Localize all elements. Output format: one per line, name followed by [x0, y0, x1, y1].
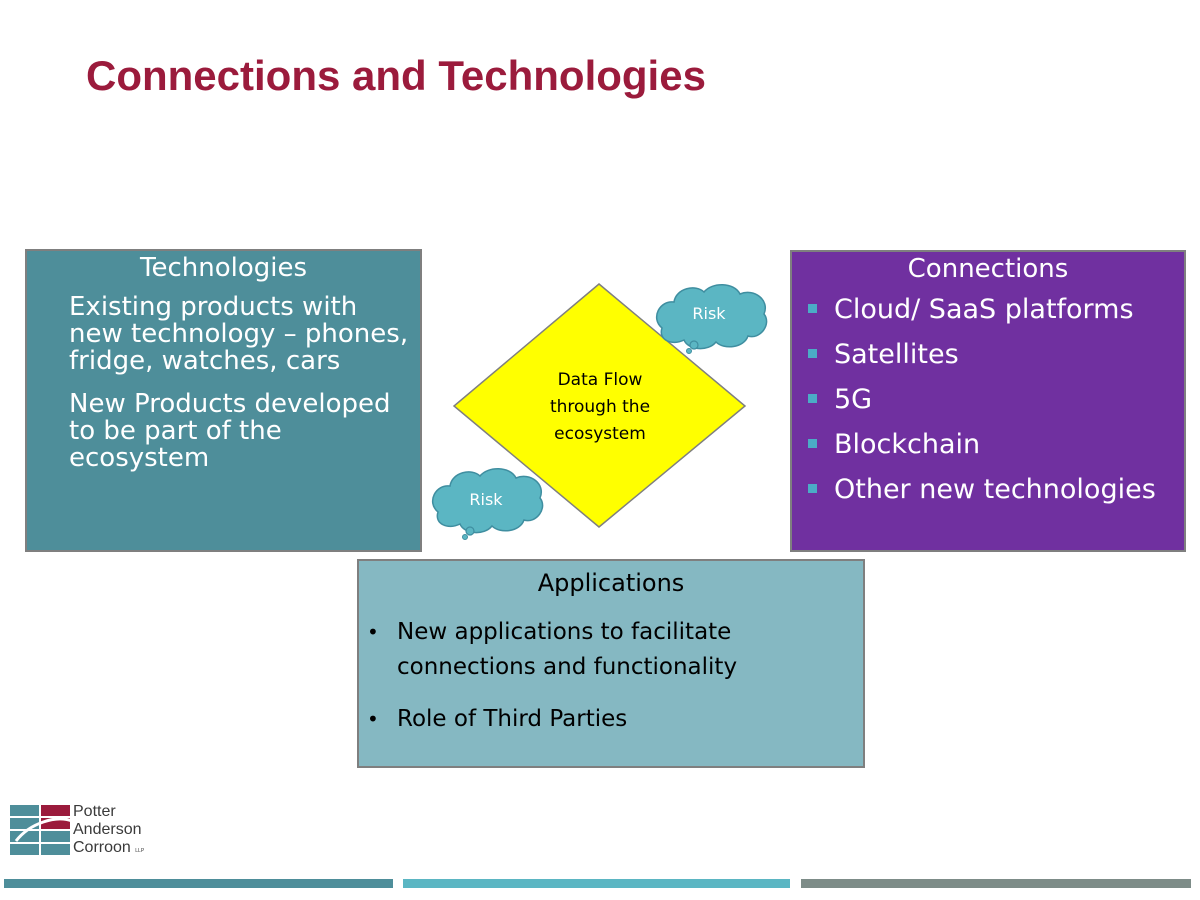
- square-bullet-icon: [808, 304, 817, 313]
- risk-label: Risk: [692, 304, 726, 323]
- data-flow-line: Data Flow: [558, 370, 643, 390]
- connections-item-label: Other new technologies: [834, 474, 1156, 505]
- risk-cloud-icon: [432, 468, 544, 540]
- applications-item: • Role of Third Parties: [359, 702, 863, 737]
- footer-band: [403, 879, 790, 888]
- bullet-icon: •: [367, 707, 379, 731]
- applications-item-label: Role of Third Parties: [397, 706, 628, 732]
- connections-box: Connections Cloud/ SaaS platforms Satell…: [790, 250, 1186, 552]
- applications-heading: Applications: [537, 569, 685, 597]
- firm-logo-icon: [10, 805, 73, 855]
- firm-suffix: LLP: [135, 848, 145, 854]
- bullet-icon: •: [367, 620, 379, 644]
- connections-item-label: 5G: [834, 384, 873, 415]
- risk-cloud-icon: [656, 284, 768, 354]
- connections-item: Blockchain: [792, 422, 1184, 467]
- connections-heading: Connections: [907, 254, 1069, 284]
- firm-name-line: Potter: [73, 803, 116, 820]
- connections-item-label: Blockchain: [834, 429, 981, 460]
- footer-band: [801, 879, 1191, 888]
- applications-item: • New applications to facilitate connecti…: [359, 615, 863, 685]
- technologies-heading: Technologies: [139, 253, 308, 283]
- data-flow-line: ecosystem: [554, 424, 646, 444]
- technologies-item: New Products developed to be part of the…: [69, 389, 391, 473]
- firm-name-line: Anderson: [73, 821, 142, 838]
- firm-name-last: Corroon: [73, 839, 131, 856]
- connections-item: Cloud/ SaaS platforms: [792, 287, 1184, 332]
- connections-item-label: Satellites: [834, 339, 959, 370]
- risk-label: Risk: [469, 490, 503, 509]
- applications-list: • New applications to facilitate connecti…: [359, 615, 863, 737]
- connections-item: Satellites: [792, 332, 1184, 377]
- firm-name: Potter Anderson Corroon LLP: [73, 803, 144, 860]
- connections-list: Cloud/ SaaS platforms Satellites 5G Bloc…: [792, 287, 1184, 512]
- square-bullet-icon: [808, 484, 817, 493]
- data-flow-diamond: [452, 283, 747, 528]
- applications-box: Applications • New applications to facili…: [357, 559, 865, 768]
- technologies-box: Technologies Existing products with new …: [25, 249, 422, 552]
- data-flow-line: through the: [550, 397, 650, 417]
- connections-item-label: Cloud/ SaaS platforms: [834, 294, 1134, 325]
- applications-item-label: New applications to facilitate connectio…: [397, 619, 738, 680]
- connections-item: Other new technologies: [792, 467, 1184, 512]
- slide-title: Connections and Technologies: [86, 52, 706, 99]
- connections-item: 5G: [792, 377, 1184, 422]
- footer-band: [4, 879, 393, 888]
- square-bullet-icon: [808, 394, 817, 403]
- technologies-item: Existing products with new technology – …: [69, 292, 409, 376]
- square-bullet-icon: [808, 439, 817, 448]
- firm-name-line: Corroon LLP: [73, 839, 144, 860]
- square-bullet-icon: [808, 349, 817, 358]
